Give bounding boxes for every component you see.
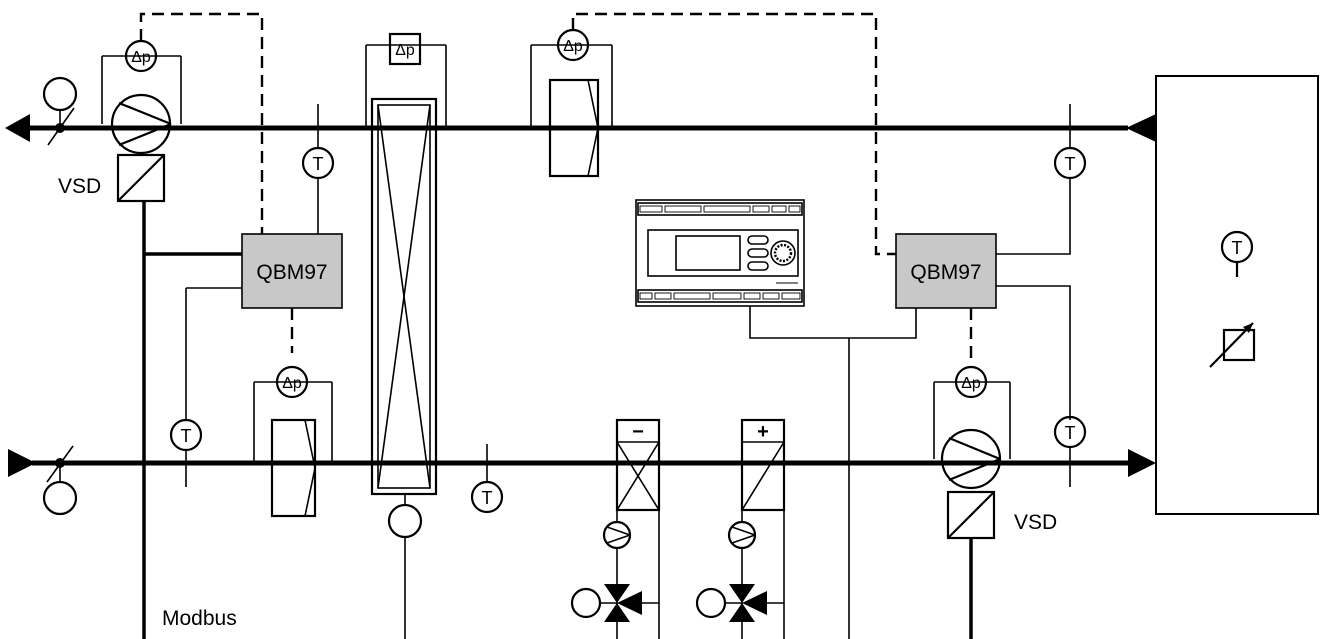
after-hru-temp-sensor: T (470, 444, 504, 514)
qbm97-right-label: QBM97 (910, 261, 981, 284)
exhaust-vsd-label: VSD (58, 175, 101, 198)
supply-temp-label: T (1065, 423, 1076, 443)
controller[interactable] (635, 199, 805, 307)
room-temp-label: T (1232, 238, 1243, 258)
heating-coil-sign: + (757, 421, 769, 443)
qbm97-left-label: QBM97 (256, 261, 327, 284)
heat-exchanger (370, 97, 438, 496)
supply-vsd-label: VSD (1014, 511, 1057, 534)
exhaust-filter (548, 78, 600, 178)
outdoor-temp-sensor: T (169, 418, 203, 487)
exhaust-vsd (116, 153, 166, 203)
heat-exchanger-drive (387, 494, 423, 639)
room-setpoint-adjuster[interactable] (1209, 322, 1256, 368)
return-inlet-arrow (1126, 114, 1156, 142)
exhaust-fan-dp-label: Δp (131, 49, 151, 66)
after-hru-temp-label: T (482, 488, 493, 508)
supply-fan-dp-label: Δp (961, 375, 981, 392)
outdoor-damper (42, 445, 78, 516)
cooling-coil-sign: − (632, 421, 644, 443)
exhaust-damper-actuator (42, 76, 78, 112)
modbus-label: Modbus (162, 607, 237, 630)
return-temp-label: T (1065, 154, 1076, 174)
cooling-coil: − (615, 418, 661, 512)
exhaust-temp-sensor: T (301, 104, 335, 180)
supply-filter-dp-label: Δp (282, 375, 302, 392)
supply-outlet-arrow (1128, 449, 1156, 477)
return-temp-sensor: T (1053, 104, 1087, 180)
supply-filter-dp-sensor: Δp (275, 365, 309, 399)
exhaust-outlet-arrow (5, 114, 30, 142)
heating-valve (695, 510, 785, 639)
outdoor-temp-label: T (181, 426, 192, 446)
exhaust-fan (110, 93, 172, 155)
heat-exchanger-dp-label: Δp (395, 42, 415, 59)
supply-filter (270, 418, 317, 518)
exhaust-damper (42, 76, 78, 146)
supply-fan-dp-sensor: Δp (954, 365, 988, 399)
controller-knob[interactable] (770, 240, 796, 266)
room-temp-sensor: T (1220, 230, 1254, 277)
room-box (1155, 75, 1319, 515)
supply-temp-sensor: T (1053, 415, 1087, 487)
supply-vsd (946, 490, 996, 540)
supply-fan (940, 428, 1002, 490)
qbm97-right (895, 233, 997, 309)
outdoor-inlet-arrow (8, 449, 36, 477)
heating-coil: + (740, 418, 786, 512)
exhaust-filter-dp-label: Δp (563, 38, 583, 55)
cooling-valve (570, 510, 660, 639)
exhaust-temp-label: T (313, 154, 324, 174)
controller-display (675, 235, 741, 271)
outdoor-damper-actuator (42, 480, 78, 516)
heat-exchanger-dp-sensor: Δp (388, 32, 422, 66)
